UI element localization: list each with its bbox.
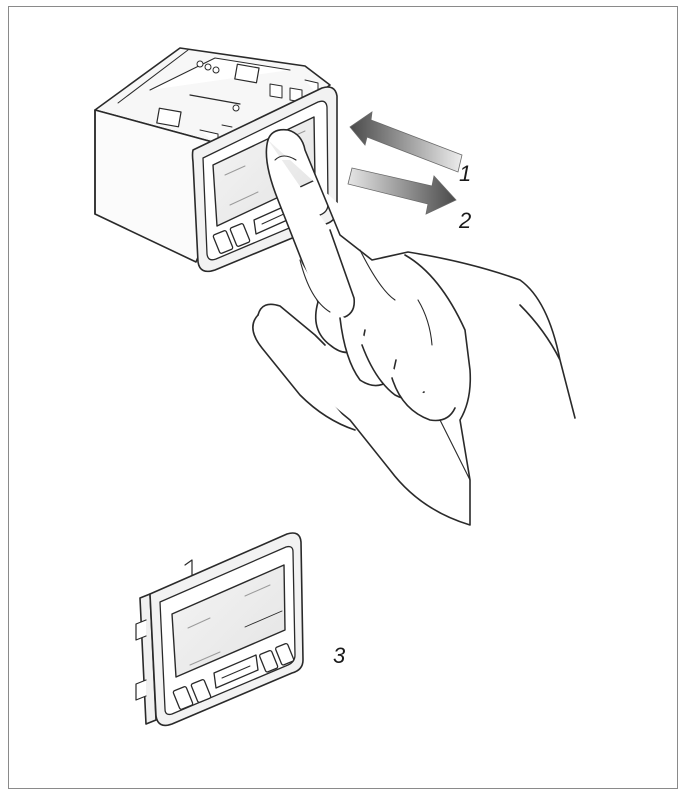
pull-arrow-icon [347,167,457,215]
step-label-3: 3 [333,643,346,668]
step-label-1: 1 [459,161,472,186]
instrument-module-icon [94,47,338,273]
push-arrow-icon [349,111,463,173]
step-label-2: 2 [459,208,472,233]
front-module-icon [135,532,304,727]
hand-icon [252,128,576,526]
